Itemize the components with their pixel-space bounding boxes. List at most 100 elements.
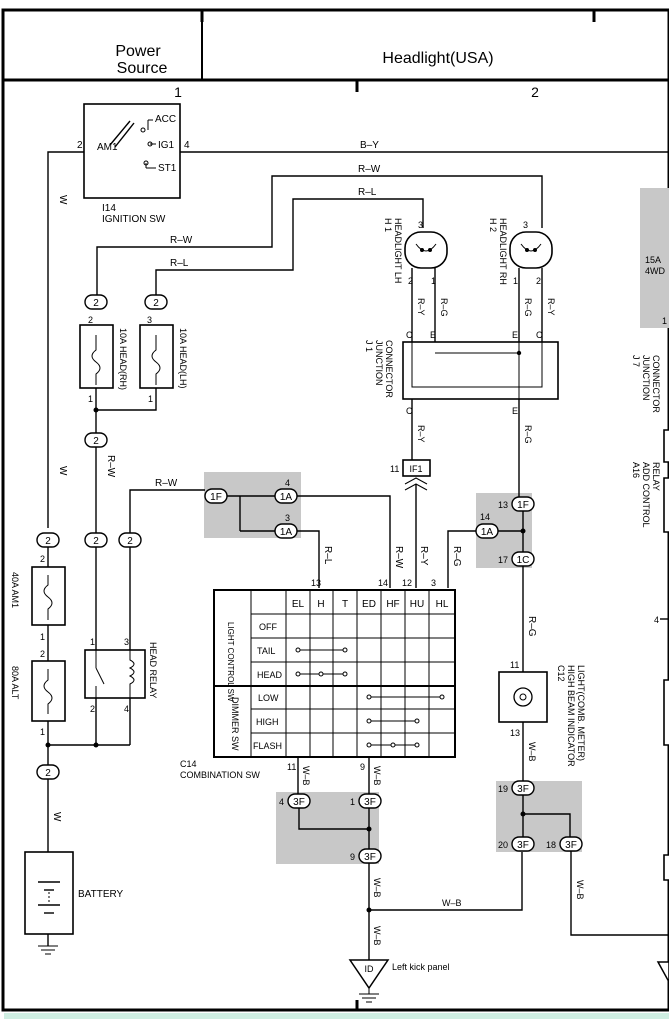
headlight-rh-id: H 2 [488, 218, 498, 232]
svg-text:R–Y: R–Y [546, 298, 556, 316]
power-source-title: Power [115, 43, 161, 60]
svg-text:1F: 1F [517, 500, 529, 511]
svg-text:3F: 3F [517, 840, 529, 851]
svg-text:LOW: LOW [258, 693, 279, 703]
svg-text:1: 1 [148, 394, 153, 404]
junction-right-name-1: JUNCTION [641, 355, 651, 401]
svg-text:2: 2 [88, 315, 93, 325]
svg-text:12: 12 [402, 578, 412, 588]
svg-text:3F: 3F [517, 784, 529, 795]
fuse-15a-box [640, 188, 669, 328]
fuse-head-lh-label: 10A HEAD(LH) [178, 328, 188, 389]
svg-text:R–Y: R–Y [418, 546, 429, 566]
svg-text:4: 4 [654, 615, 659, 625]
ign-pin-st1: ST1 [158, 163, 177, 174]
svg-text:1: 1 [40, 727, 45, 737]
svg-text:4: 4 [285, 478, 290, 488]
svg-text:3F: 3F [293, 797, 305, 808]
svg-text:2: 2 [40, 554, 45, 564]
wire-rl-label: R–L [170, 258, 189, 269]
svg-text:2: 2 [45, 768, 51, 779]
ign-pin-acc: ACC [155, 114, 176, 125]
svg-text:2: 2 [93, 298, 99, 309]
headlight-title: Headlight(USA) [382, 50, 493, 67]
svg-text:2: 2 [40, 649, 45, 659]
svg-text:1: 1 [431, 276, 436, 286]
junction-connector [402, 341, 559, 400]
svg-text:4: 4 [124, 704, 129, 714]
svg-text:W–B: W–B [527, 742, 537, 762]
wire-rw-label-5: R–W [393, 546, 404, 569]
indicator-name-2: LIGHT(COMB. METER) [576, 665, 586, 761]
combo-sw-id: C14 [180, 759, 197, 769]
section-number-2: 2 [531, 84, 539, 100]
section-number-1: 1 [174, 84, 182, 100]
svg-text:11: 11 [390, 464, 399, 474]
svg-text:2: 2 [93, 536, 99, 547]
svg-text:2: 2 [93, 436, 99, 447]
diagram-frame [1, 8, 669, 1012]
svg-text:1: 1 [662, 316, 667, 326]
indicator-name-1: HIGH BEAM INDICATOR [566, 665, 576, 767]
svg-text:W–B: W–B [575, 880, 585, 900]
fuse-head-rh-label: 10A HEAD(RH) [118, 328, 128, 390]
wire-rw-label-2: R–W [358, 164, 381, 175]
svg-text:1A: 1A [481, 527, 494, 538]
wire-rw-label: R–W [170, 235, 193, 246]
headlight-rh-name: HEADLIGHT RH [498, 218, 508, 285]
svg-text:20: 20 [498, 840, 508, 850]
wire-rl-label-3: R–L [322, 546, 333, 565]
svg-text:R–G: R–G [451, 546, 462, 567]
svg-text:HU: HU [410, 599, 424, 610]
junction-right-id: J 7 [631, 355, 641, 367]
svg-text:EL: EL [292, 599, 305, 610]
svg-text:R–G: R–G [523, 425, 533, 444]
dimmer-sw-label: DIMMER SW [230, 697, 240, 751]
svg-text:W–B: W–B [372, 766, 382, 786]
svg-text:3: 3 [147, 315, 152, 325]
junction-name-1: JUNCTION [374, 340, 384, 386]
svg-text:1: 1 [350, 797, 355, 807]
svg-text:4: 4 [279, 797, 284, 807]
fuse-4wd-label: 4WD [645, 266, 666, 276]
svg-text:9: 9 [360, 762, 365, 772]
svg-text:11: 11 [510, 660, 519, 670]
svg-text:1: 1 [40, 632, 45, 642]
svg-text:R–Y: R–Y [416, 425, 426, 443]
add-control-id: A16 [631, 462, 641, 478]
svg-text:E: E [430, 330, 436, 340]
svg-text:2: 2 [45, 536, 51, 547]
ign-pin-ig1: IG1 [158, 140, 175, 151]
svg-text:HL: HL [436, 599, 449, 610]
svg-text:3: 3 [418, 220, 423, 230]
ign-num-left: 2 [77, 140, 83, 151]
svg-text:1F: 1F [210, 492, 222, 503]
head-relay-label: HEAD RELAY [148, 642, 158, 698]
battery-label: BATTERY [78, 889, 124, 900]
wire-w-label: W [57, 195, 68, 205]
svg-text:1C: 1C [517, 555, 530, 566]
svg-text:HF: HF [386, 599, 399, 610]
svg-text:1: 1 [513, 276, 518, 286]
svg-text:W–B: W–B [372, 878, 382, 898]
svg-text:T: T [342, 599, 348, 610]
svg-text:13: 13 [311, 578, 321, 588]
svg-text:3F: 3F [565, 840, 577, 851]
wire-rw-label-4: R–W [155, 478, 178, 489]
svg-text:13: 13 [498, 500, 508, 510]
svg-text:9: 9 [350, 852, 355, 862]
svg-text:C: C [406, 330, 413, 340]
combo-sw-name: COMBINATION SW [180, 770, 260, 780]
svg-text:3: 3 [124, 637, 129, 647]
ign-name: IGNITION SW [102, 214, 166, 225]
wire-by-label: B–Y [360, 140, 379, 151]
svg-text:1: 1 [90, 637, 95, 647]
headlight-lh-name: HEADLIGHT LH [393, 218, 403, 283]
svg-text:18: 18 [546, 840, 556, 850]
svg-text:HEAD: HEAD [257, 670, 283, 680]
svg-text:TAIL: TAIL [257, 646, 275, 656]
junction-right-name-2: CONNECTOR [651, 355, 661, 413]
ign-id: I14 [102, 203, 116, 214]
svg-text:W–B: W–B [442, 898, 462, 908]
